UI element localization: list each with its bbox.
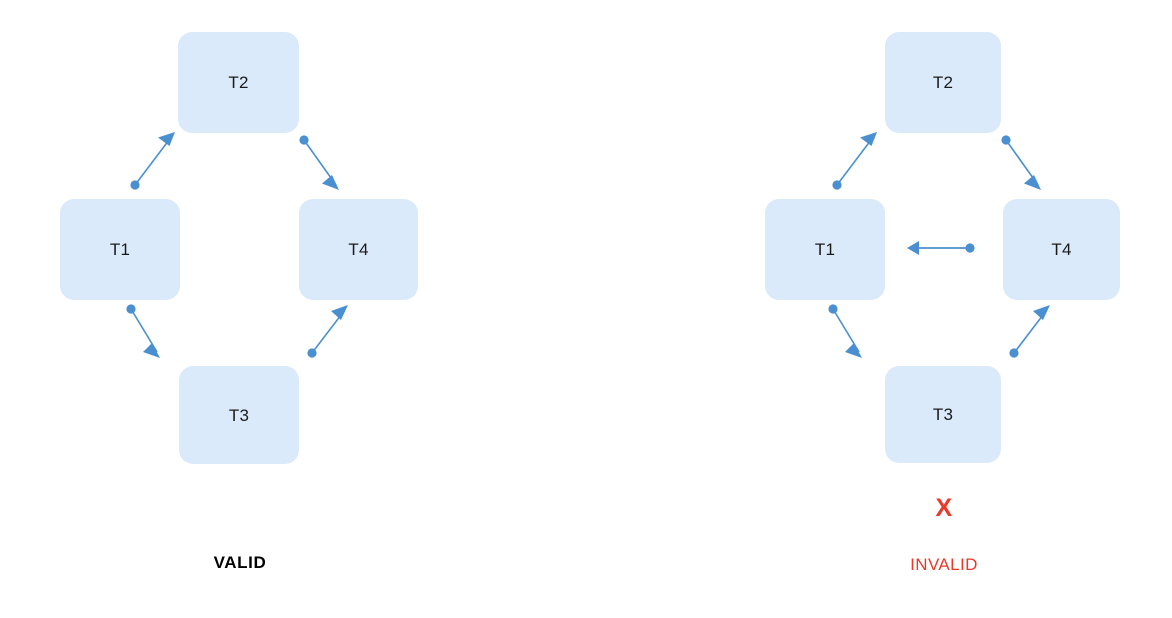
edge-source-dot-icon (1009, 348, 1019, 358)
node-label: T4 (348, 240, 369, 259)
arrowhead-icon (331, 305, 348, 320)
arrowhead-icon (158, 132, 175, 146)
edge-t3-to-t4 (1009, 305, 1050, 358)
node-t3[interactable]: T3 (885, 366, 1001, 463)
edge-source-dot-icon (130, 180, 140, 190)
node-t2[interactable]: T2 (885, 32, 1001, 133)
edge-t1-to-t3 (126, 304, 160, 358)
arrowhead-icon (845, 343, 862, 358)
node-label: T4 (1051, 240, 1072, 259)
caption-valid: VALID (213, 553, 267, 572)
node-label: T1 (109, 240, 131, 259)
arrowhead-icon (1033, 305, 1050, 320)
edge-t2-to-t4 (1001, 135, 1041, 190)
node-t1[interactable]: T1 (60, 199, 180, 300)
arrowhead-icon (322, 175, 339, 190)
node-t3[interactable]: T3 (179, 366, 299, 464)
node-label: T3 (228, 405, 250, 425)
edge-source-dot-icon (307, 348, 317, 358)
edge-t1-to-t3 (828, 304, 862, 358)
arrowhead-icon (907, 241, 919, 255)
node-label: T2 (932, 73, 954, 92)
caption-invalid: INVALID (910, 555, 978, 574)
edge-source-dot-icon (832, 180, 842, 190)
node-label: T2 (228, 73, 249, 92)
node-t1[interactable]: T1 (765, 199, 885, 300)
diagram-invalid: T1 T2 T3 T4 X INVALID (586, 0, 1172, 618)
edge-t4-to-t1-cycle (907, 241, 975, 255)
edge-t1-to-t2 (130, 132, 175, 190)
edge-t3-to-t4 (307, 305, 348, 358)
arrowhead-icon (1024, 175, 1041, 190)
arrowhead-icon (162, 133, 174, 143)
diagram-valid: T1 T2 T3 T4 VALID (60, 32, 418, 572)
invalid-x-mark: X (935, 494, 953, 522)
edge-layer-invalid (828, 132, 1050, 358)
edge-source-dot-icon (828, 304, 838, 314)
node-label: T1 (814, 240, 836, 259)
node-t4[interactable]: T4 (299, 199, 418, 300)
arrowhead-icon (860, 132, 877, 146)
edge-source-dot-icon (126, 304, 136, 314)
arrowhead-icon (143, 343, 160, 358)
node-t2[interactable]: T2 (178, 32, 299, 133)
node-label: T3 (932, 405, 954, 424)
edge-t2-to-t4 (299, 135, 339, 190)
edge-source-dot-icon (299, 135, 309, 145)
edge-source-dot-icon (965, 243, 975, 253)
node-t4[interactable]: T4 (1003, 199, 1120, 300)
edge-source-dot-icon (1001, 135, 1011, 145)
edge-t1-to-t2 (832, 132, 877, 190)
